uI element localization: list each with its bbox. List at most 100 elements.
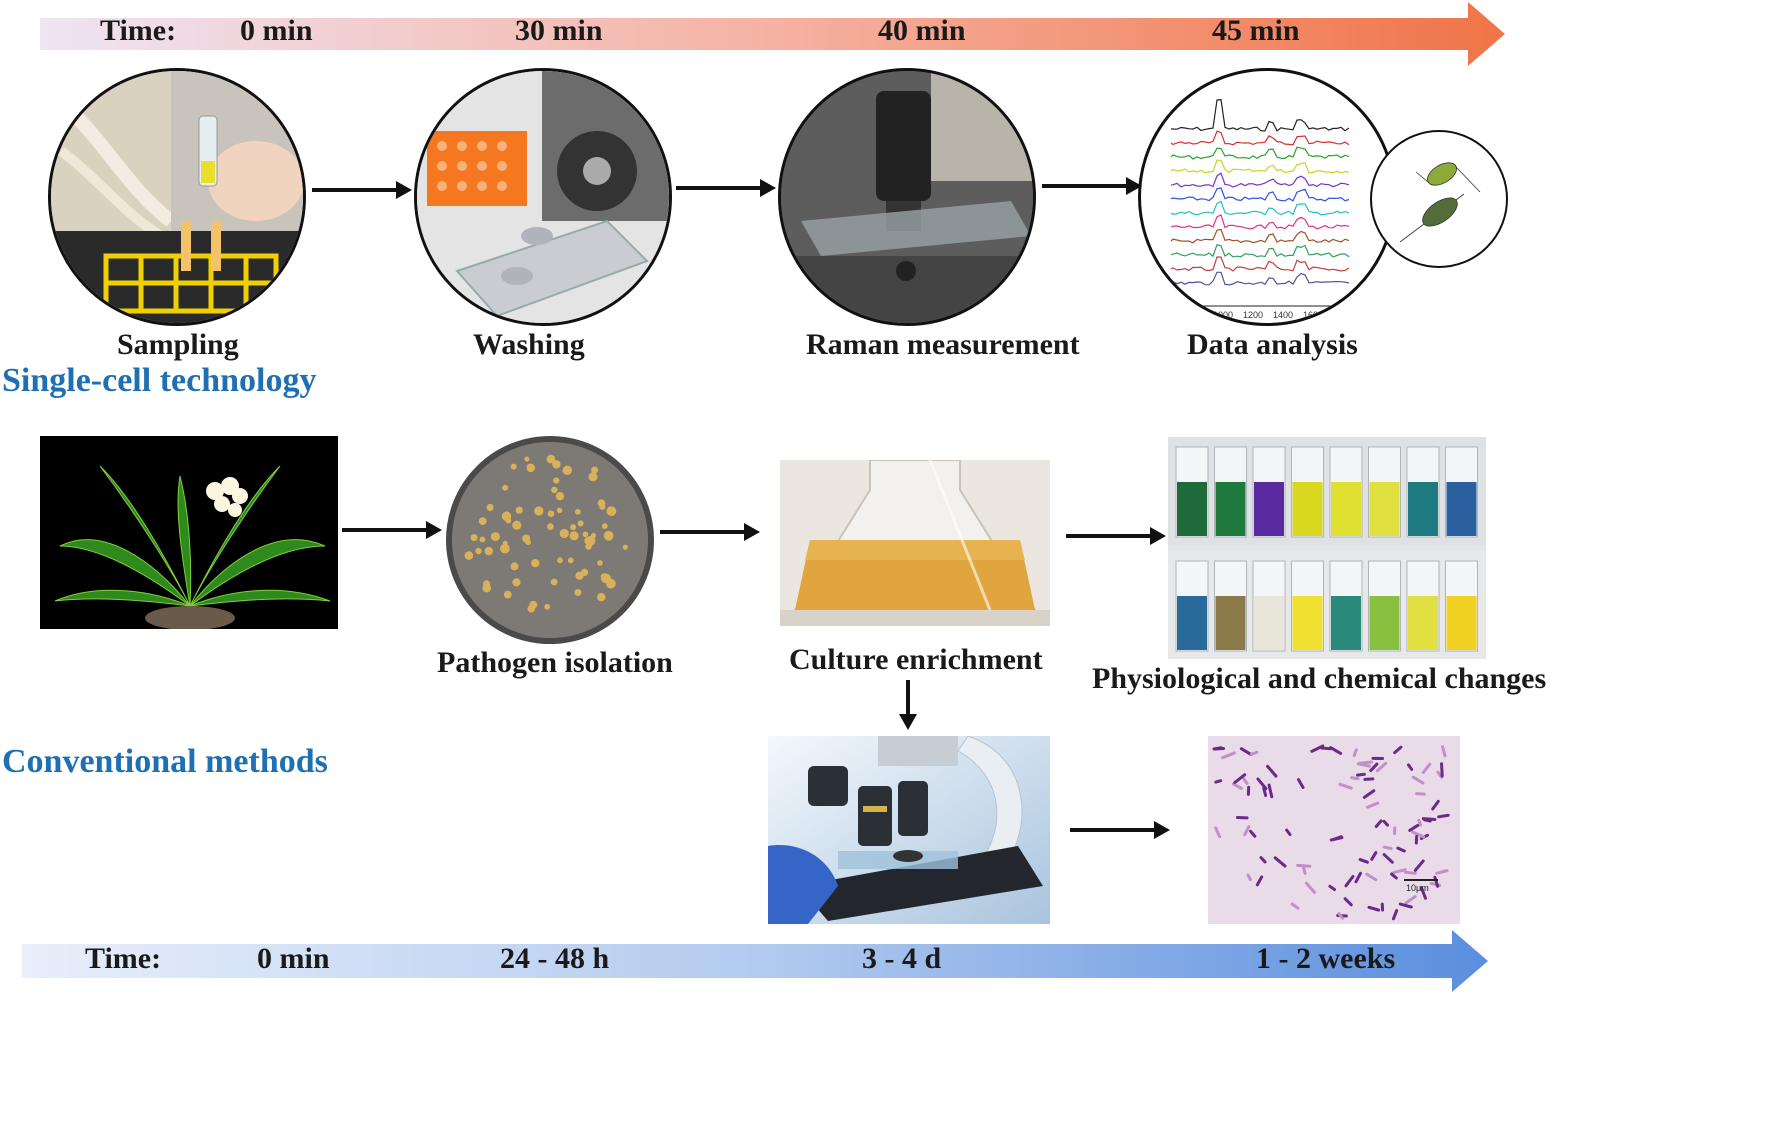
bacterium-rod [1411, 775, 1425, 785]
tube-liquid [1292, 596, 1323, 650]
colony [559, 528, 569, 539]
bacterium-rod [1249, 829, 1257, 838]
plant-photo [40, 436, 338, 629]
spectrum-tick-3: 1600 [1303, 310, 1323, 320]
bacterium-rod [1329, 836, 1344, 842]
bacterium-rod [1417, 818, 1423, 827]
top-timeline-tick-1: 30 min [515, 14, 603, 47]
bacterium-rod [1343, 897, 1353, 907]
bottom-timeline-tick-0: 0 min [257, 942, 330, 975]
petri-dish-image [446, 436, 654, 644]
tube-liquid [1292, 482, 1323, 536]
bacterium-rod [1304, 881, 1317, 894]
bacterium-rod [1406, 763, 1414, 771]
bacterium-rod [1369, 762, 1379, 773]
tube-liquid [1446, 482, 1477, 536]
colony [562, 465, 572, 475]
bacterium-rod [1398, 902, 1413, 909]
colony [556, 507, 563, 514]
colony [577, 520, 584, 527]
bacterium-rod [1256, 777, 1268, 791]
bacterium-rod [1255, 875, 1264, 887]
bacterium-rod [1437, 813, 1450, 819]
step-data-analysis-label: Data analysis [1187, 328, 1358, 361]
arrow-enrichment-to-microscopy [899, 680, 917, 730]
colony [470, 534, 478, 542]
tube-liquid [1331, 596, 1361, 650]
bacterium-rod [1235, 816, 1249, 820]
colony [510, 562, 519, 571]
tube-liquid [1408, 596, 1438, 650]
step-physiological-changes-label: Physiological and chemical changes [1092, 662, 1547, 695]
bacterium-rod [1243, 825, 1251, 837]
bacterium-rod [1221, 751, 1236, 760]
colony [574, 589, 582, 596]
color-tubes-photo [1168, 437, 1486, 659]
bacterium-rod [1267, 783, 1274, 799]
bacterium-rod [1354, 871, 1362, 884]
bacterium-rod [1431, 799, 1440, 811]
raman-spectrum-line [1170, 200, 1350, 216]
colony [534, 506, 544, 516]
bacterium-rod [1440, 762, 1444, 778]
bacterium-rod [1214, 779, 1223, 784]
colony [505, 517, 512, 524]
bacterium-rod [1352, 748, 1358, 757]
raman-spectrum-line [1170, 243, 1350, 258]
bacterium-rod [1396, 846, 1406, 853]
sampling-image [48, 68, 306, 326]
bacterium-rod [1421, 817, 1437, 821]
spectrum-tick-4: 1800 [1333, 310, 1353, 320]
bacterium-rod [1301, 864, 1307, 875]
bottom-timeline-tick-2: 3 - 4 d [862, 942, 942, 975]
colony [547, 510, 555, 517]
bacterium-rod [1435, 869, 1449, 875]
colony [591, 466, 599, 474]
raman-spectrum-line [1170, 271, 1350, 286]
bacterium-rod [1246, 873, 1252, 882]
bacterium-rod [1344, 875, 1355, 888]
bacterium-rod [1370, 851, 1378, 861]
colony [515, 506, 523, 514]
bacterium-rod [1350, 776, 1360, 781]
bacterium-rod [1328, 884, 1336, 892]
step-culture-enrichment-label: Culture enrichment [789, 643, 1043, 676]
step-raman-label: Raman measurement [806, 328, 1080, 361]
bottom-timeline-arrow [22, 930, 1488, 992]
colony [550, 578, 558, 586]
raman-spectrum-line [1170, 214, 1350, 230]
colony [553, 477, 560, 484]
raman-spectrum-line [1170, 172, 1350, 188]
bacterium-rod [1413, 859, 1425, 872]
bacterium-rod [1441, 745, 1447, 758]
raman-spectrum-line [1170, 146, 1350, 160]
colony [569, 531, 579, 541]
bacterium-rod [1259, 856, 1267, 864]
arrow-raman-to-analysis [1042, 177, 1142, 195]
bacterium-rod [1358, 858, 1369, 864]
colony [603, 530, 614, 541]
bacterium-rod [1404, 895, 1417, 905]
bacterium-rod [1365, 872, 1378, 882]
colony [582, 531, 589, 538]
gram-stain-photo: 10μm [1208, 736, 1460, 924]
bacterium-rod [1212, 746, 1226, 751]
colony [575, 571, 584, 580]
arrow-plant-to-isolation [342, 521, 442, 539]
colony [510, 463, 517, 470]
tube-liquid [1331, 482, 1361, 536]
colony [597, 593, 606, 602]
tube-liquid [1446, 596, 1477, 650]
bacterium-rod [1367, 905, 1381, 912]
tube-liquid [1408, 482, 1438, 536]
raman-spectrum-line [1170, 159, 1350, 174]
colony [585, 543, 592, 550]
bacterium-rod [1391, 909, 1399, 921]
colony [502, 540, 508, 546]
bacterium-rod [1310, 744, 1325, 753]
top-timeline-arrow [40, 2, 1505, 66]
tube-liquid [1215, 596, 1246, 650]
top-timeline-label: Time: [100, 14, 177, 47]
top-timeline-tick-2: 40 min [878, 14, 966, 47]
colony [544, 603, 551, 610]
